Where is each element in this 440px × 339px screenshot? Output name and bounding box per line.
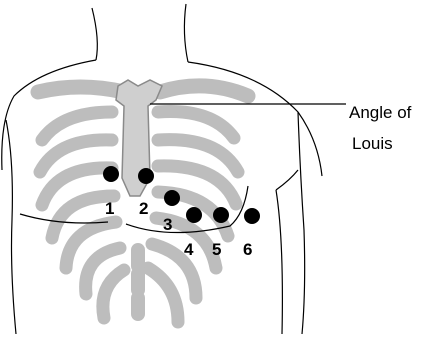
electrode-v5 bbox=[213, 207, 229, 223]
electrode-label-3: 3 bbox=[163, 215, 172, 234]
right-arm bbox=[298, 112, 305, 334]
electrode-v1 bbox=[103, 166, 119, 182]
electrode-label-4: 4 bbox=[184, 240, 194, 259]
electrode-label-6: 6 bbox=[243, 240, 252, 259]
angle-of-louis-label-line1: Angle of bbox=[349, 103, 412, 122]
electrode-v2 bbox=[138, 168, 154, 184]
right-armpit bbox=[276, 170, 298, 190]
neck-right bbox=[184, 4, 188, 62]
angle-of-louis-label-line2: Louis bbox=[352, 134, 393, 153]
electrode-label-1: 1 bbox=[105, 199, 114, 218]
electrode-v3 bbox=[164, 190, 180, 206]
right-clavicle bbox=[160, 86, 248, 96]
electrode-v6 bbox=[244, 208, 260, 224]
electrode-label-2: 2 bbox=[139, 199, 148, 218]
electrode-v4 bbox=[186, 207, 202, 223]
left-arm bbox=[6, 120, 16, 334]
inner-arm-right bbox=[276, 190, 282, 334]
left-clavicle bbox=[38, 87, 124, 92]
neck-left bbox=[92, 8, 97, 60]
electrode-label-5: 5 bbox=[212, 240, 221, 259]
